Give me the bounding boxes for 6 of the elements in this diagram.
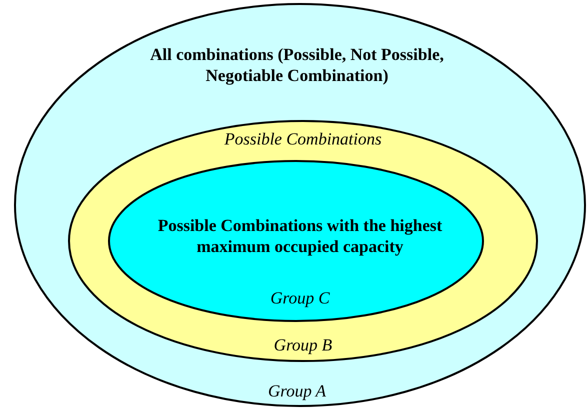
heading-text: Possible Combinations [223,128,383,150]
group-label: Group B [272,334,334,356]
heading-text: All combinations (Possible, Not Possible, Negotiable Combination) [149,44,445,86]
heading-text: Possible Combinations with the highest maximum occupied capacity [156,215,444,257]
group-label: Group A [266,380,328,402]
group-label: Group C [269,288,331,308]
